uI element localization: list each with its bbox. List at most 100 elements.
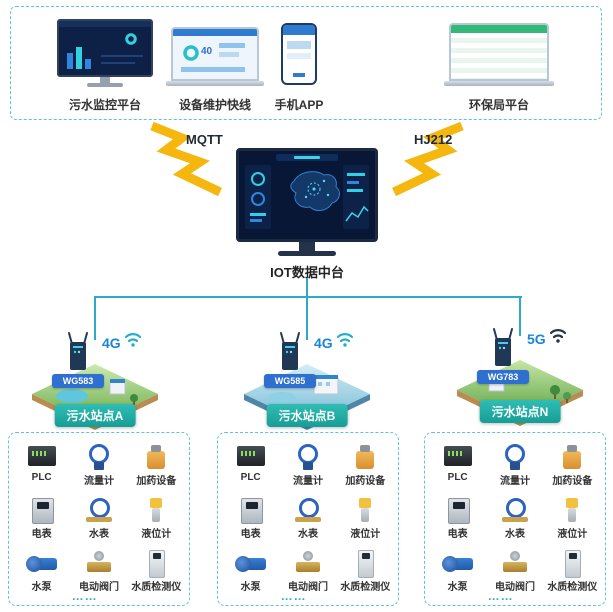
site-b: 4G WG585 污水站点B — [242, 326, 372, 430]
protocol-label-mqtt: MQTT — [186, 132, 223, 147]
dosing-equipment-icon — [138, 443, 174, 471]
equipment-label: 加药设备 — [345, 476, 386, 487]
dosing-equipment-icon — [554, 443, 590, 471]
plc-icon — [440, 443, 476, 471]
water-pump-icon — [24, 549, 60, 577]
equipment-label: 水泵 — [240, 582, 261, 593]
equipment-label: 水泵 — [31, 582, 52, 593]
maintenance-platform-device: 40 设备维护快线 — [163, 19, 267, 113]
flow-meter-icon — [497, 443, 533, 471]
equipment-item: 水质检测仪 — [337, 549, 394, 593]
water-quality-detector-icon — [347, 549, 383, 578]
equipment-label: 液位计 — [350, 529, 381, 540]
epa-platform-label: 环保局平台 — [468, 98, 529, 112]
level-gauge-icon — [138, 496, 174, 524]
phone-screen-graphic — [283, 25, 315, 83]
equipment-box-n: PLC 流量计 加药设备电表 水表 液位计水泵电动阀门 水质检测仪 …… — [424, 432, 606, 606]
more-indicator: …… — [487, 589, 514, 603]
dosing-equipment-icon — [347, 443, 383, 471]
mqtt-bolt-icon — [150, 121, 222, 197]
network-label: 5G — [527, 331, 546, 347]
dashboard-graphic — [59, 21, 151, 75]
iot-platform-label: IOT数据中台 — [270, 265, 344, 280]
iot-dashboard-screen — [236, 148, 378, 242]
electric-meter-icon — [233, 496, 269, 524]
equipment-item: 水泵 — [429, 549, 486, 593]
equipment-item: 液位计 — [128, 496, 185, 540]
site-a: 4G WG583 污水站点A — [30, 326, 160, 430]
equipment-label: PLC — [31, 472, 52, 483]
equipment-item: 水泵 — [222, 549, 279, 593]
equipment-label: 电表 — [31, 529, 52, 540]
more-indicator: …… — [280, 589, 307, 603]
equipment-item: PLC — [222, 443, 279, 487]
monitor-stand — [100, 77, 110, 83]
equipment-item: 加药设备 — [544, 443, 601, 487]
equipment-item: 电动阀门 — [486, 549, 543, 593]
water-pump-icon — [440, 549, 476, 577]
hj212-bolt-icon — [392, 121, 464, 197]
connector-drop-line-n — [519, 296, 521, 336]
monitor-screen-icon — [57, 19, 153, 77]
water-quality-detector-icon — [138, 549, 174, 578]
equipment-label: 电表 — [447, 529, 468, 540]
equipment-label: 加药设备 — [136, 476, 177, 487]
equipment-item: 加药设备 — [337, 443, 394, 487]
equipment-label: 水表 — [297, 529, 318, 540]
connector-horizontal-line — [94, 296, 522, 298]
network-4g-icon: 4G — [102, 333, 142, 351]
equipment-label: 电动阀门 — [494, 582, 535, 593]
water-meter-icon — [81, 496, 117, 524]
mobile-app-label: 手机APP — [274, 98, 324, 112]
gauge-value: 40 — [201, 46, 213, 57]
equipment-item: PLC — [429, 443, 486, 487]
water-pump-icon — [233, 549, 269, 577]
network-5g-icon: 5G — [527, 329, 567, 347]
phone-icon — [281, 23, 317, 85]
gateway-router-icon — [280, 332, 300, 370]
mobile-app-device: 手机APP — [269, 19, 329, 113]
central-monitor — [236, 148, 378, 256]
equipment-item: 水表 — [486, 496, 543, 540]
site-banner: 污水站点N — [479, 400, 561, 423]
plc-icon — [233, 443, 269, 471]
more-indicator: …… — [71, 589, 98, 603]
monitor-base — [87, 83, 123, 87]
connector-drop-line-a — [94, 296, 96, 340]
equipment-box-b: PLC 流量计 加药设备电表 水表 液位计水泵 电动阀门 水质检测仪 …… — [217, 432, 399, 606]
equipment-label: 水表 — [504, 529, 525, 540]
laptop-base — [166, 81, 264, 86]
equipment-label: 液位计 — [557, 529, 588, 540]
monitoring-platform-device: 污水监控平台 — [53, 19, 157, 113]
epa-laptop-screen-icon — [449, 23, 549, 81]
equipment-label: 流量计 — [83, 476, 114, 487]
equipment-item: 水质检测仪 — [128, 549, 185, 593]
connector-trunk-line — [306, 278, 308, 297]
maintenance-platform-label: 设备维护快线 — [178, 98, 251, 112]
site-n: 5G WG783 污水站点N — [455, 322, 585, 426]
equipment-label: 电动阀门 — [287, 582, 328, 593]
laptop-dashboard-graphic — [173, 29, 257, 79]
gateway-router-icon — [493, 328, 513, 366]
network-label: 4G — [102, 335, 121, 351]
equipment-label: PLC — [447, 472, 468, 483]
level-gauge-icon — [554, 496, 590, 524]
equipment-label: 电表 — [240, 529, 261, 540]
flow-meter-icon — [81, 443, 117, 471]
electric-meter-icon — [24, 496, 60, 524]
gateway-router-icon — [68, 332, 88, 370]
laptop-screen-icon: 40 — [171, 27, 259, 81]
site-banner: 污水站点B — [266, 404, 348, 427]
equipment-item: 液位计 — [544, 496, 601, 540]
electric-valve-icon — [290, 549, 326, 577]
equipment-label: 流量计 — [292, 476, 323, 487]
equipment-label: 水质检测仪 — [340, 582, 391, 593]
equipment-label: 水质检测仪 — [547, 582, 598, 593]
equipment-label: 流量计 — [499, 476, 530, 487]
equipment-label: 电动阀门 — [78, 582, 119, 593]
electric-valve-icon — [81, 549, 117, 577]
epa-laptop-base — [444, 81, 554, 86]
